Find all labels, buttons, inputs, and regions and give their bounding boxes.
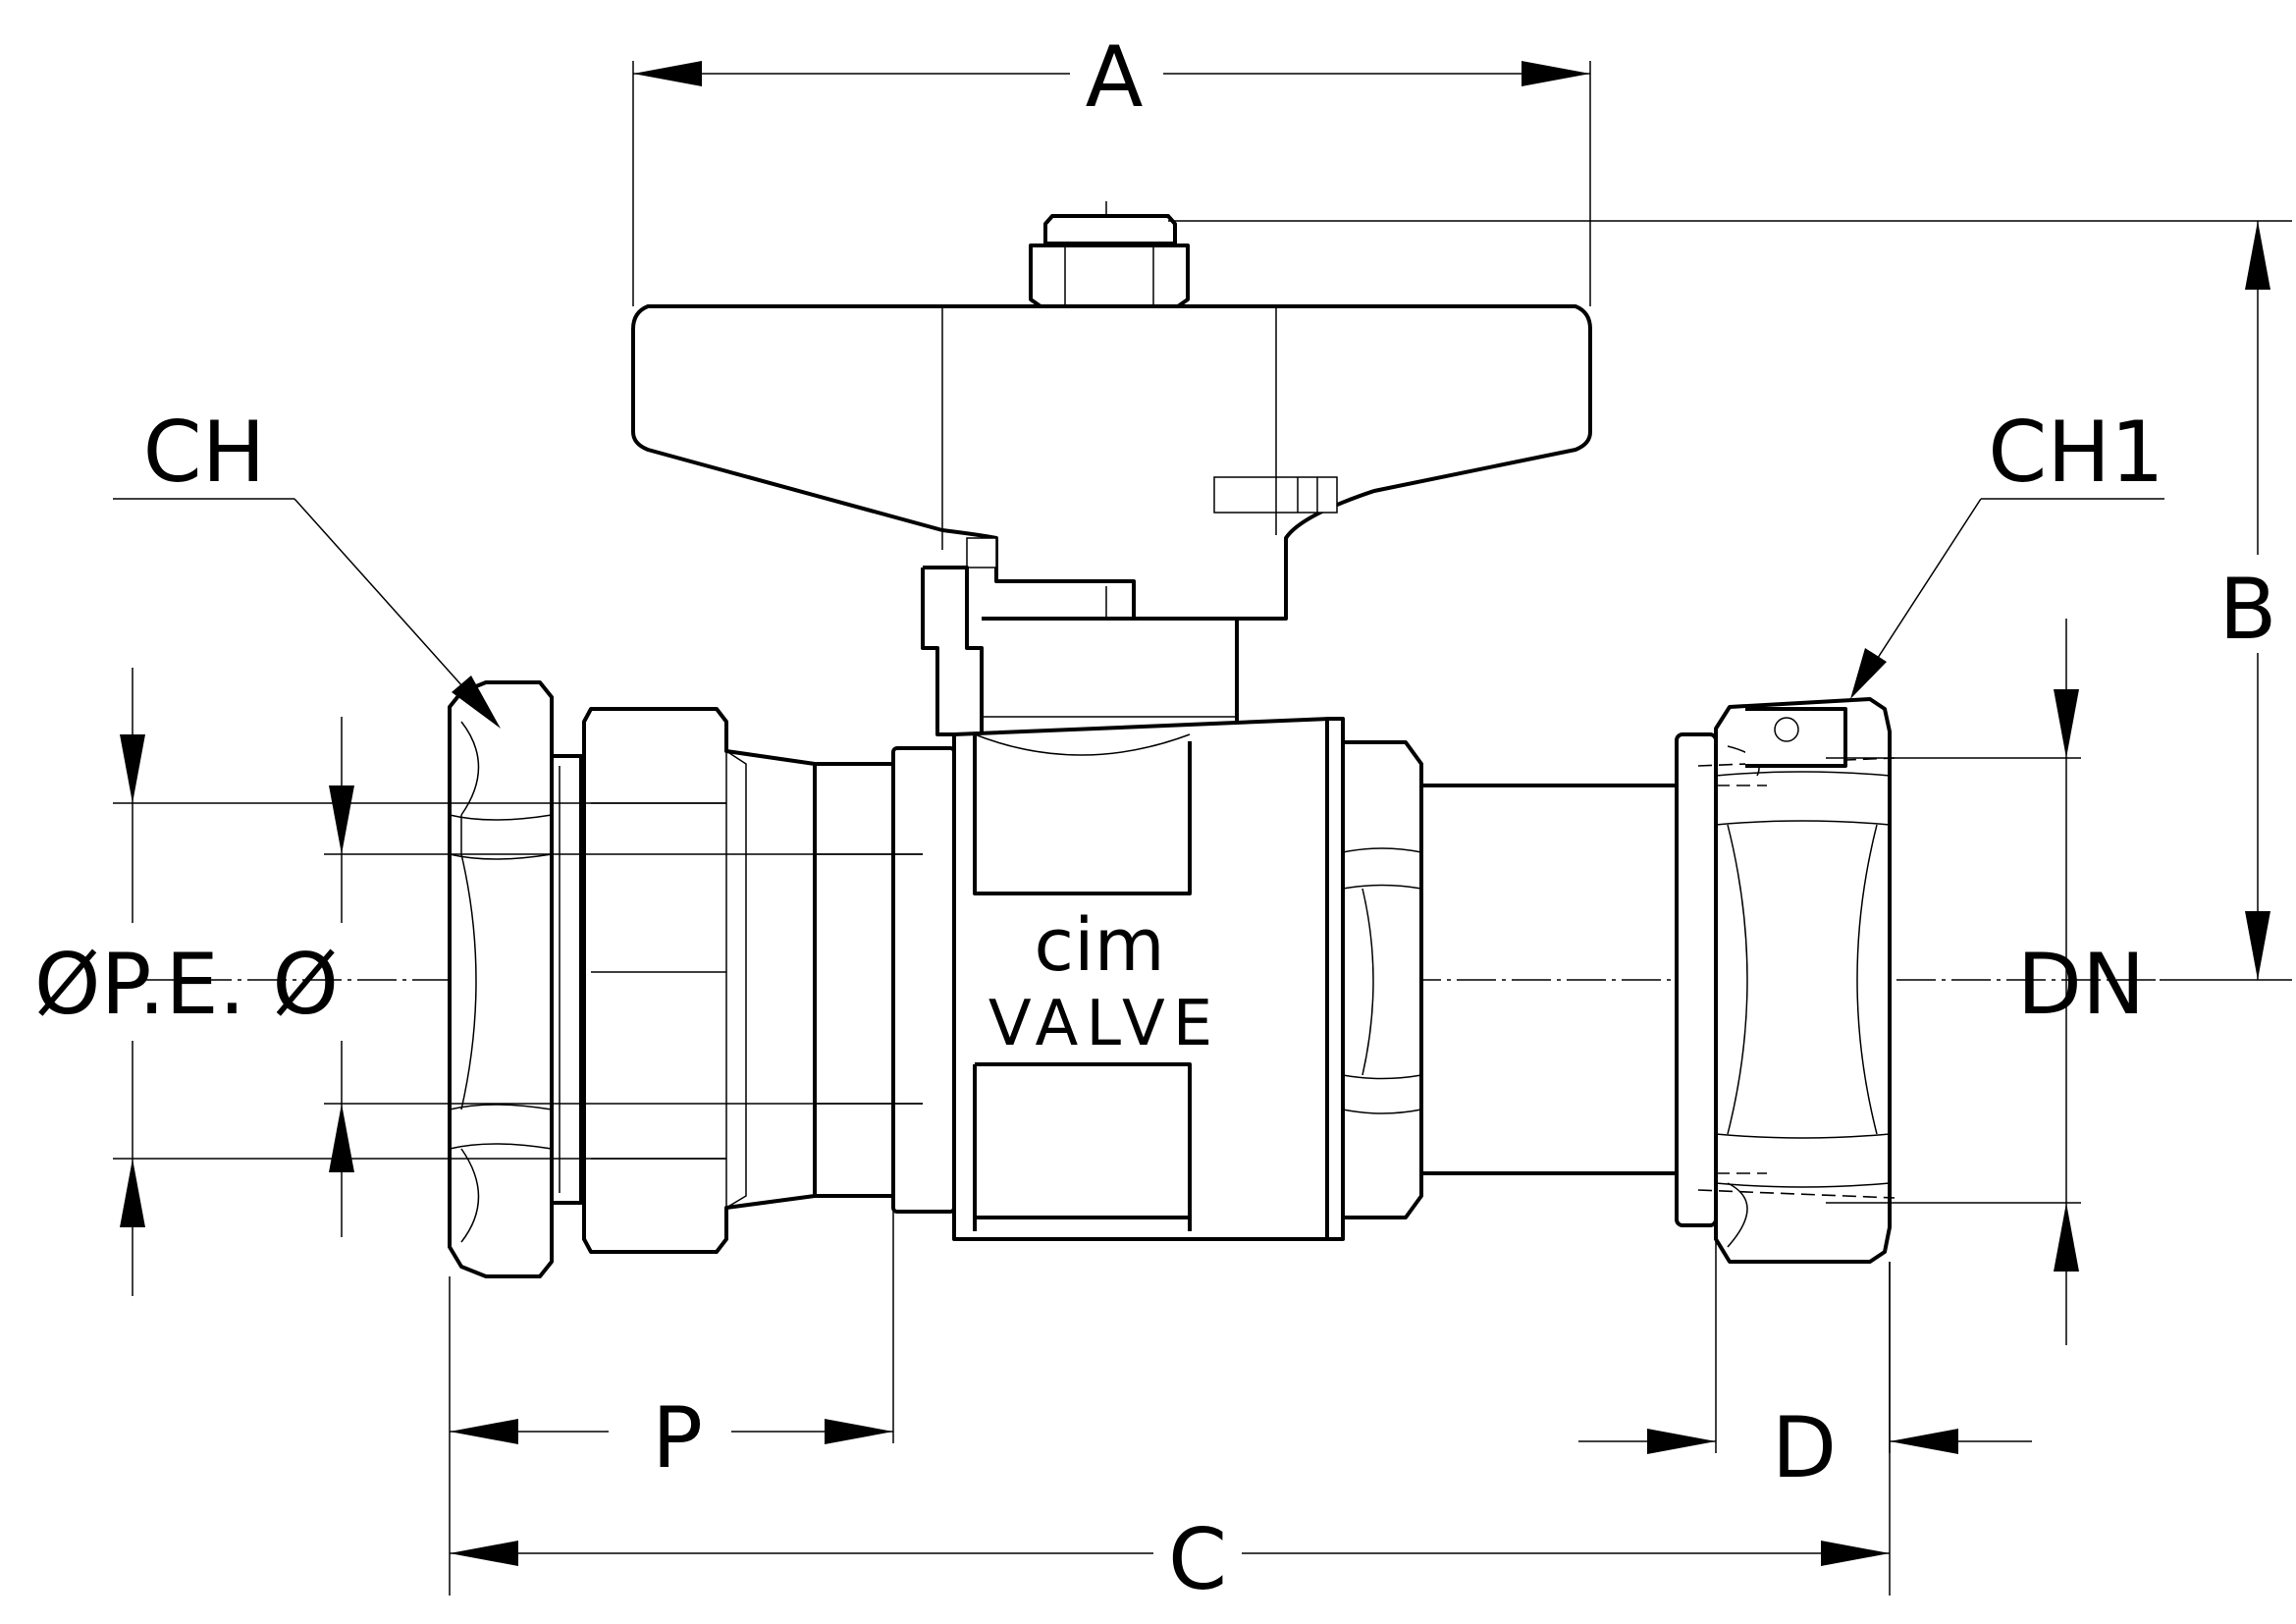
label-a: A <box>1086 28 1144 127</box>
label-ch: CH <box>143 404 266 502</box>
right-female-nut <box>1675 697 1896 1264</box>
label-b: B <box>2219 561 2277 659</box>
dimension-b: B <box>1168 220 2292 981</box>
left-union-nut <box>582 707 817 1254</box>
left-compression-nut <box>448 680 583 1278</box>
label-dn: DN <box>2017 936 2146 1034</box>
right-body-hex <box>1341 740 1423 1219</box>
label-c: C <box>1168 1511 1227 1609</box>
right-pipe <box>1421 784 1677 1175</box>
leader-ch: CH <box>113 404 501 729</box>
brand-cim: cim <box>1034 903 1164 988</box>
valve-body: cim VALVE 1201 <box>826 717 1345 1241</box>
label-d: D <box>1772 1399 1837 1497</box>
dimension-dn: DN <box>1826 619 2145 1345</box>
label-p: P <box>652 1389 703 1488</box>
leader-ch1: CH1 <box>1850 404 2164 699</box>
label-ope: ØP.E. Ø <box>34 936 339 1034</box>
dimension-p: P <box>450 1212 894 1488</box>
label-ch1: CH1 <box>1988 404 2163 502</box>
valve-handle <box>631 214 1592 621</box>
dimension-a: A <box>632 28 1591 306</box>
dimension-ope: ØP.E. Ø <box>34 668 923 1296</box>
brand-valve: VALVE <box>988 988 1220 1060</box>
dimension-d: D <box>1578 1239 2032 1497</box>
